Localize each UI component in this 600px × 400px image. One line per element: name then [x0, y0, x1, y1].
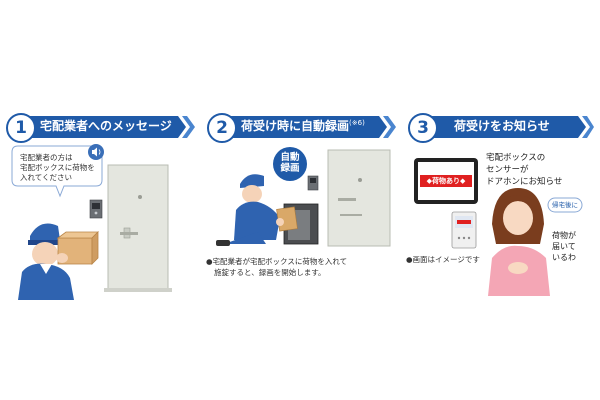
step-3-number: 3	[408, 113, 438, 143]
panel-3-notice: 宅配ボックスの センサーが ドアホンにお知らせ	[486, 152, 596, 188]
step-1-banner-shape	[20, 116, 195, 138]
auto-record-badge	[273, 147, 307, 181]
monitor-label: ◆荷物あり◆	[420, 175, 472, 187]
notice-line: ドアホンにお知らせ	[486, 177, 563, 187]
badge-line: 自動	[280, 152, 300, 163]
step-2-number: 2	[207, 113, 237, 143]
door-1	[107, 164, 169, 291]
woman-speech: 荷物が 届いて いるわ	[552, 230, 592, 263]
step-1-header: 1 宅配業者へのメッセージ	[6, 113, 195, 143]
step-2-banner-shape	[221, 116, 396, 138]
step-2-title: 荷受け時に自動録画(※6)	[241, 117, 365, 134]
auto-record-badge-text: 自動 録画	[277, 152, 303, 174]
bubble-line: 宅配業者の方は	[20, 153, 73, 162]
step-3-banner-shape	[422, 116, 594, 138]
bubble-message-1: 宅配業者の方は 宅配ボックスに荷物を 入れてください	[20, 153, 98, 183]
step-2-header: 2 荷受け時に自動録画(※6)	[207, 113, 396, 143]
delivery-man-cap-1	[30, 223, 60, 244]
panel-1-illustration	[11, 144, 172, 300]
panel-2-illustration	[216, 147, 391, 247]
notice-line: 宅配ボックスの	[486, 153, 546, 163]
caption-line: ●宅配業者が宅配ボックスに荷物を入れて	[206, 257, 348, 266]
panel-2-caption: ●宅配業者が宅配ボックスに荷物を入れて 施錠すると、録画を開始します。	[206, 256, 398, 278]
step-3-header: 3 荷受けをお知らせ	[408, 113, 594, 143]
notice-line: センサーが	[486, 165, 529, 175]
panel-3: ◆荷物あり◆ 宅配ボックスの センサーが ドアホンにお知らせ 帰宅後に 荷物が …	[400, 140, 600, 300]
speech-line: いるわ	[552, 253, 576, 262]
speech-line: 荷物が	[552, 231, 576, 240]
step-3-title: 荷受けをお知らせ	[454, 119, 550, 133]
return-bubble-text: 帰宅後に	[552, 201, 578, 209]
step-1-number: 1	[6, 113, 36, 143]
badge-line: 録画	[280, 163, 300, 174]
door-2	[327, 149, 391, 247]
step-2-title-note: (※6)	[349, 119, 365, 127]
bubble-line: 宅配ボックスに荷物を	[20, 163, 95, 172]
panel-1: 宅配業者の方は 宅配ボックスに荷物を 入れてください	[0, 140, 200, 300]
panel-2: 自動 録画 ●宅配業者が宅配ボックスに荷物を入れて 施錠すると、録画を開始します…	[200, 140, 400, 300]
speech-line: 届いて	[552, 242, 576, 251]
panel-3-caption: ●画面はイメージです	[406, 255, 480, 264]
return-bubble	[547, 197, 583, 213]
bubble-line: 入れてください	[20, 173, 73, 182]
step-2-title-text: 荷受け時に自動録画	[241, 119, 350, 133]
step-1-title: 宅配業者へのメッセージ	[40, 119, 172, 133]
caption-line: 施錠すると、録画を開始します。	[214, 268, 326, 277]
